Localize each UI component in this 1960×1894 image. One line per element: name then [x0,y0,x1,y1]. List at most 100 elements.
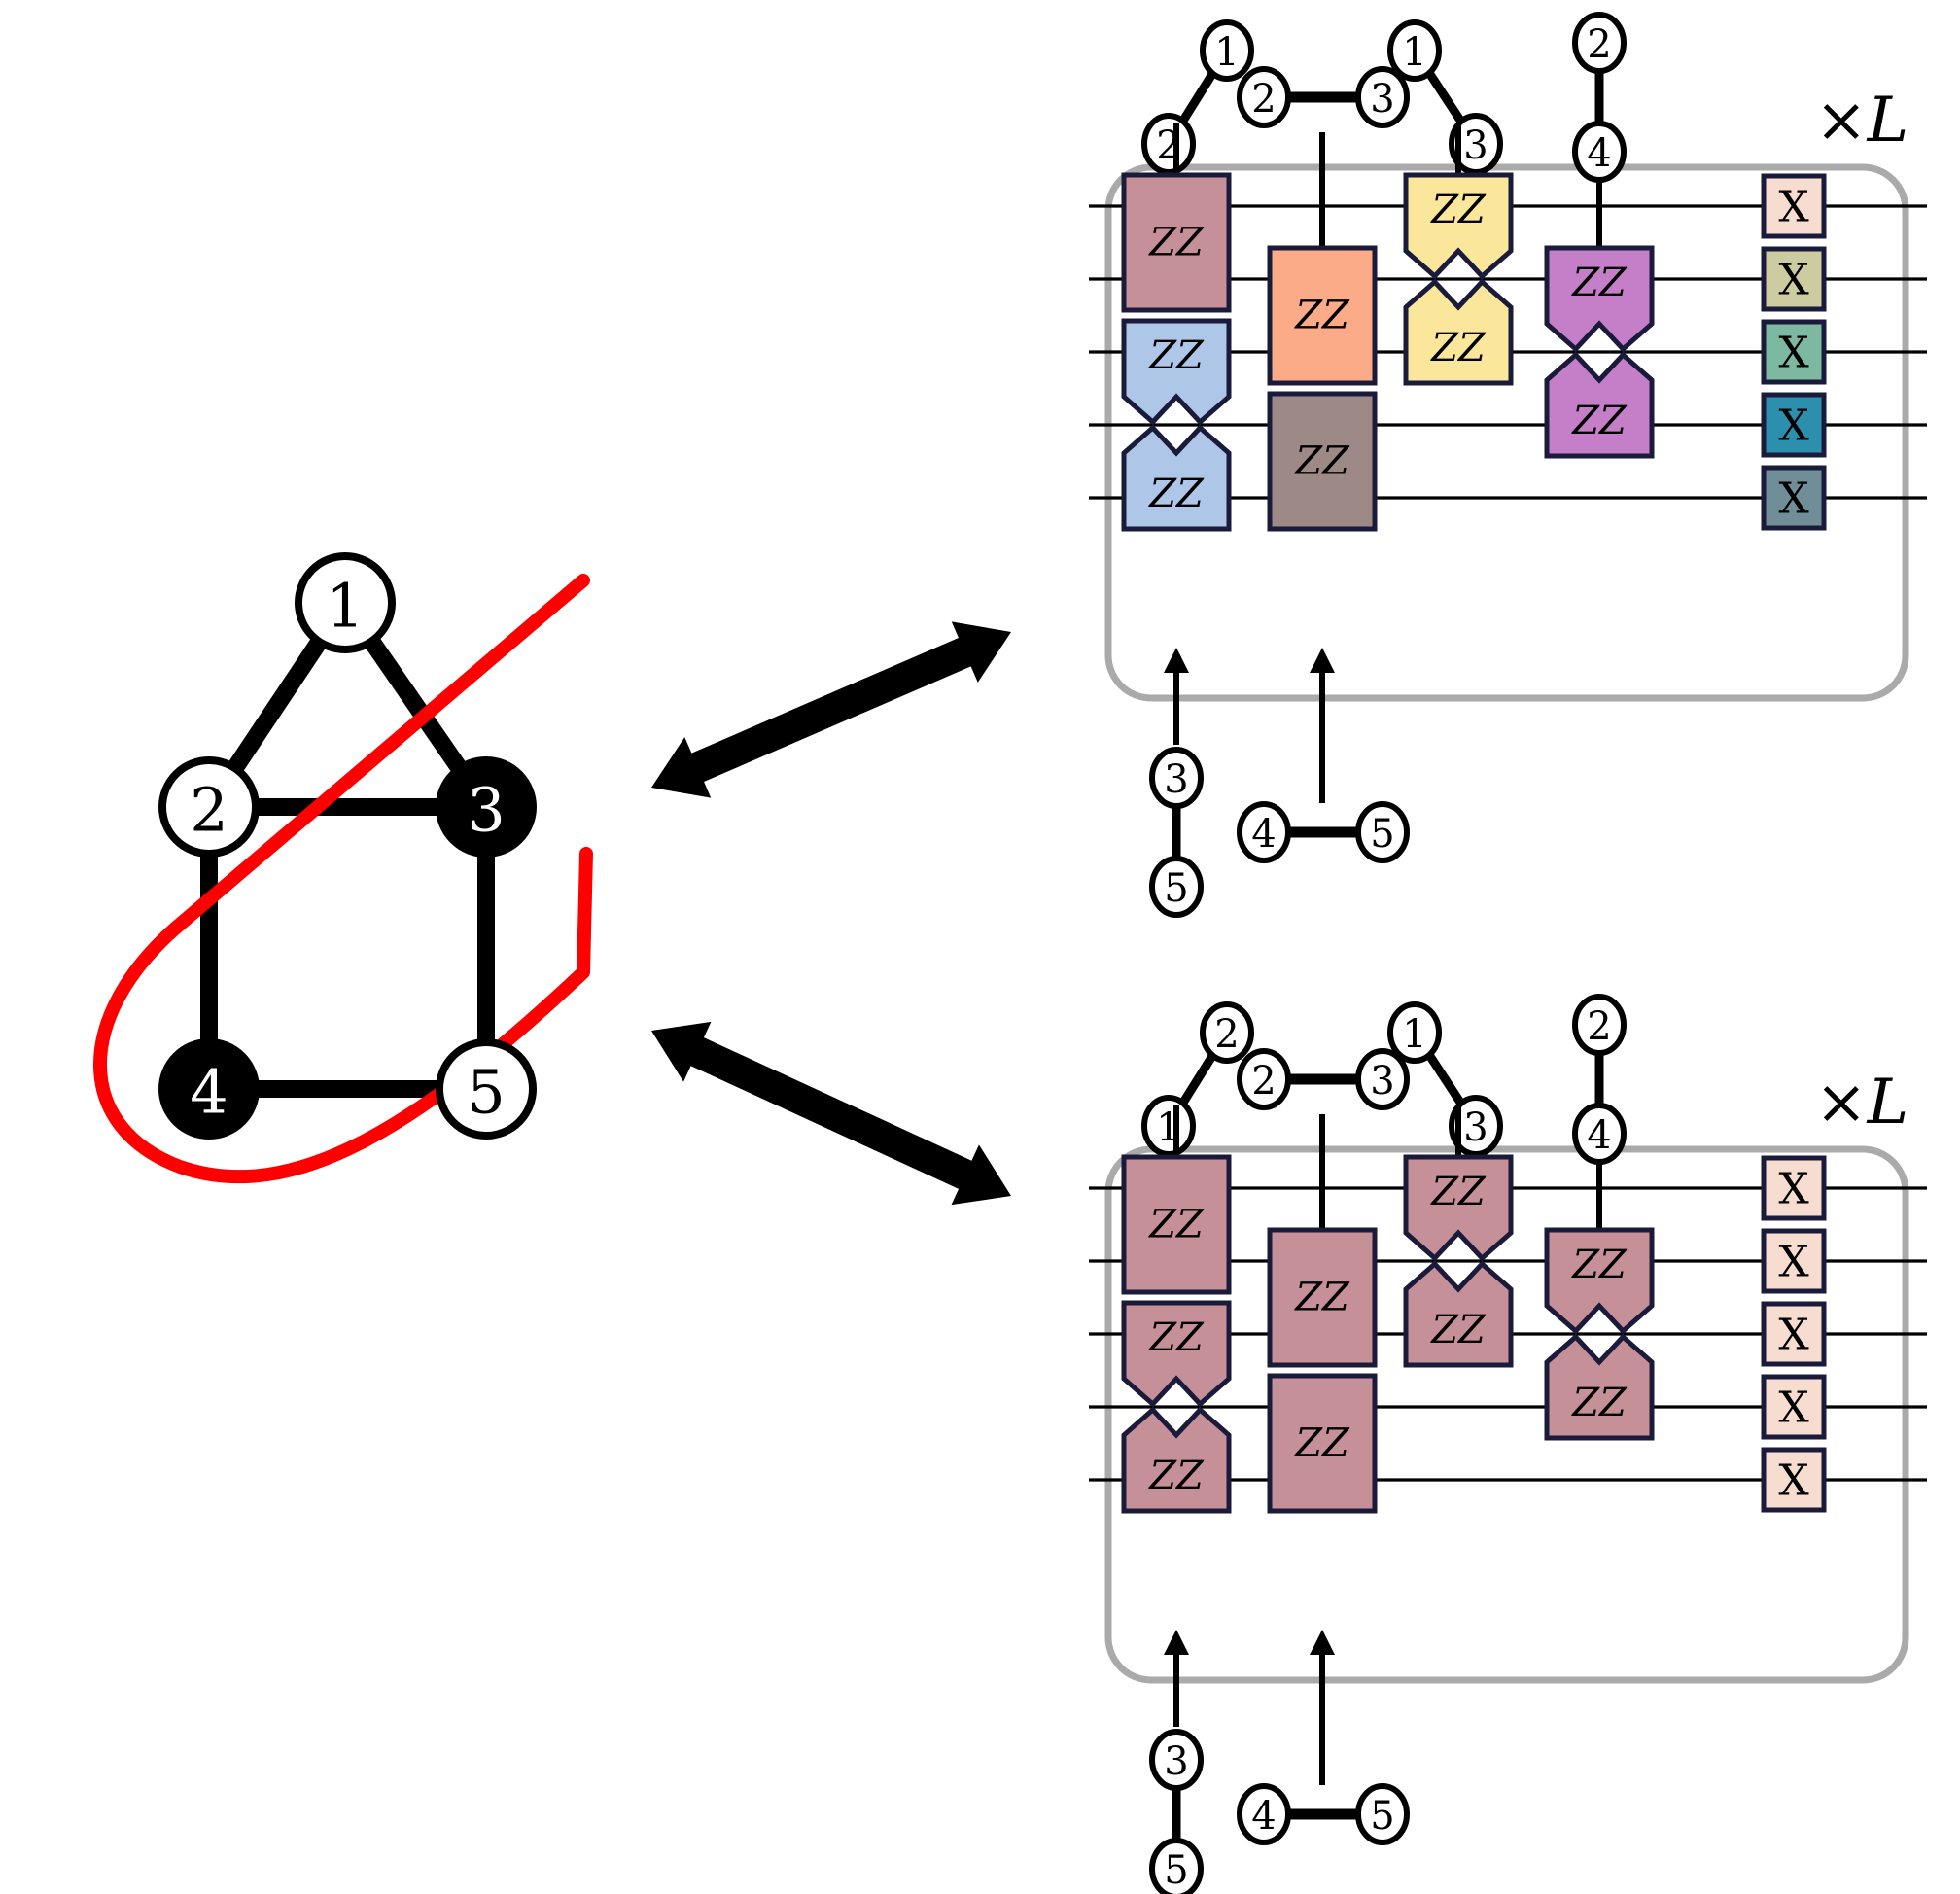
zz-gate-body[interactable] [1403,278,1514,386]
zz-gate-body[interactable] [1121,318,1232,426]
x-gate-body[interactable] [1761,1228,1827,1294]
edge-node-b: 5 [1149,856,1204,918]
graph-node-2: 2 [158,756,260,858]
edge-node-a-circle[interactable] [1572,994,1627,1056]
repeat-label-group: ×L [1815,85,1908,157]
edge-node-a-circle[interactable] [1387,1001,1442,1064]
edge-node-b-circle[interactable] [1141,1095,1196,1157]
x-gate-body[interactable] [1761,319,1827,385]
edge-node-b-label: 5 [1164,1848,1188,1893]
x-gate-body[interactable] [1761,1155,1827,1221]
edge-label-bottom-0: 35 [1149,648,1204,918]
edge-node-b-circle[interactable] [1355,1048,1410,1110]
edge-node-a-circle[interactable] [1200,19,1254,82]
x-gate: X [1761,246,1827,312]
node-circle-1[interactable] [295,552,396,653]
edge-node-a: 2 [1572,12,1627,74]
zz-gate-body[interactable] [1267,1373,1378,1514]
zz-gate: ZZ [1403,1260,1514,1368]
zz-gate-label: ZZ [1429,326,1487,370]
x-gate-body[interactable] [1761,173,1827,239]
zz-gate-body[interactable] [1403,1260,1514,1368]
edge-node-a-circle[interactable] [1572,12,1627,74]
edge-node-a-circle[interactable] [1387,19,1442,82]
zz-gate-body[interactable] [1267,1227,1378,1368]
edge-node-a-circle[interactable] [1149,1729,1204,1791]
edge-node-a-circle[interactable] [1237,801,1291,863]
edge-node-b-circle[interactable] [1355,1783,1410,1845]
node-circle-4[interactable] [158,1038,260,1140]
double-arrow-bottom-shape [651,1021,1011,1206]
edge-node-b-circle[interactable] [1572,121,1627,183]
x-gate: X [1761,1155,1827,1221]
edge-node-a-circle[interactable] [1237,1783,1291,1845]
edge-node-b-circle[interactable] [1149,856,1204,918]
edge-node-a-circle[interactable] [1200,1001,1254,1064]
zz-gate: ZZ [1121,424,1232,532]
zz-gate: ZZ [1403,172,1514,280]
edge-label-top-2: 13 [1387,1001,1503,1188]
zz-gate: ZZ [1267,1227,1378,1368]
double-arrow-top-shape [651,621,1011,798]
edge-node-b-label: 5 [1370,812,1394,857]
zz-gate-body[interactable] [1121,424,1232,532]
x-gate-body[interactable] [1761,1301,1827,1367]
zz-gate-body[interactable] [1544,245,1655,353]
zz-gate-label: ZZ [1147,1203,1205,1247]
edge-node-a: 1 [1200,19,1254,82]
zz-gate-body[interactable] [1267,245,1378,386]
circuit-repeat-box [1104,1145,1909,1684]
edge-node-a: 3 [1149,1729,1204,1791]
zz-gate-body[interactable] [1121,1300,1232,1408]
edge-node-a: 4 [1237,801,1291,863]
circuit-repeat-box [1104,163,1909,702]
zz-gate-body[interactable] [1544,1333,1655,1441]
zz-gate-body[interactable] [1544,1227,1655,1335]
node-circle-5[interactable] [436,1038,537,1140]
edge-node-b-label: 4 [1587,131,1611,176]
edge-node-a-label: 3 [1164,757,1188,802]
node-circle-3[interactable] [436,756,537,858]
graph-node-3: 3 [436,756,537,858]
edge-node-b-circle[interactable] [1572,1103,1627,1165]
x-gate-body[interactable] [1761,246,1827,312]
edge-node-b-circle[interactable] [1141,113,1196,175]
zz-gate-body[interactable] [1121,1406,1232,1514]
edge-arrow-up [1164,648,1189,745]
zz-gate-body[interactable] [1403,172,1514,280]
edge-node-b-circle[interactable] [1149,1838,1204,1894]
edge-node-b-circle[interactable] [1449,1095,1503,1157]
zz-gate: ZZ [1544,245,1655,353]
edge-node-a-label: 2 [1587,22,1611,67]
edge-node-a: 1 [1387,19,1442,82]
x-gate-body[interactable] [1761,1447,1827,1513]
edge-node-a-circle[interactable] [1149,747,1204,809]
zz-gate-label: ZZ [1570,399,1628,443]
x-gate-body[interactable] [1761,465,1827,531]
edge-node-a: 2 [1200,1001,1254,1064]
x-gate-body[interactable] [1761,1374,1827,1440]
zz-gate-label: ZZ [1147,1454,1205,1498]
zz-gate-body[interactable] [1544,351,1655,459]
zz-gate-label: ZZ [1293,439,1350,484]
edge-node-b-circle[interactable] [1449,113,1503,175]
zz-gate-body[interactable] [1267,391,1378,532]
zz-gate-body[interactable] [1121,1154,1232,1295]
edge-node-b-label: 5 [1370,1794,1394,1839]
edge-node-a: 1 [1387,1001,1442,1064]
edge-node-a-circle[interactable] [1237,66,1291,128]
zz-gate-label: ZZ [1293,1421,1350,1466]
edge-node-a-circle[interactable] [1237,1048,1291,1110]
zz-gate-body[interactable] [1121,172,1232,313]
edge-node-a-label: 3 [1164,1739,1188,1784]
x-gate-body[interactable] [1761,392,1827,458]
zz-gate-label: ZZ [1570,1243,1628,1287]
edge-arrow-up-head [1164,648,1189,673]
node-circle-2[interactable] [158,756,260,858]
zz-gate-body[interactable] [1403,1154,1514,1262]
edge-node-b-circle[interactable] [1355,66,1410,128]
edge-node-b-circle[interactable] [1355,801,1410,863]
